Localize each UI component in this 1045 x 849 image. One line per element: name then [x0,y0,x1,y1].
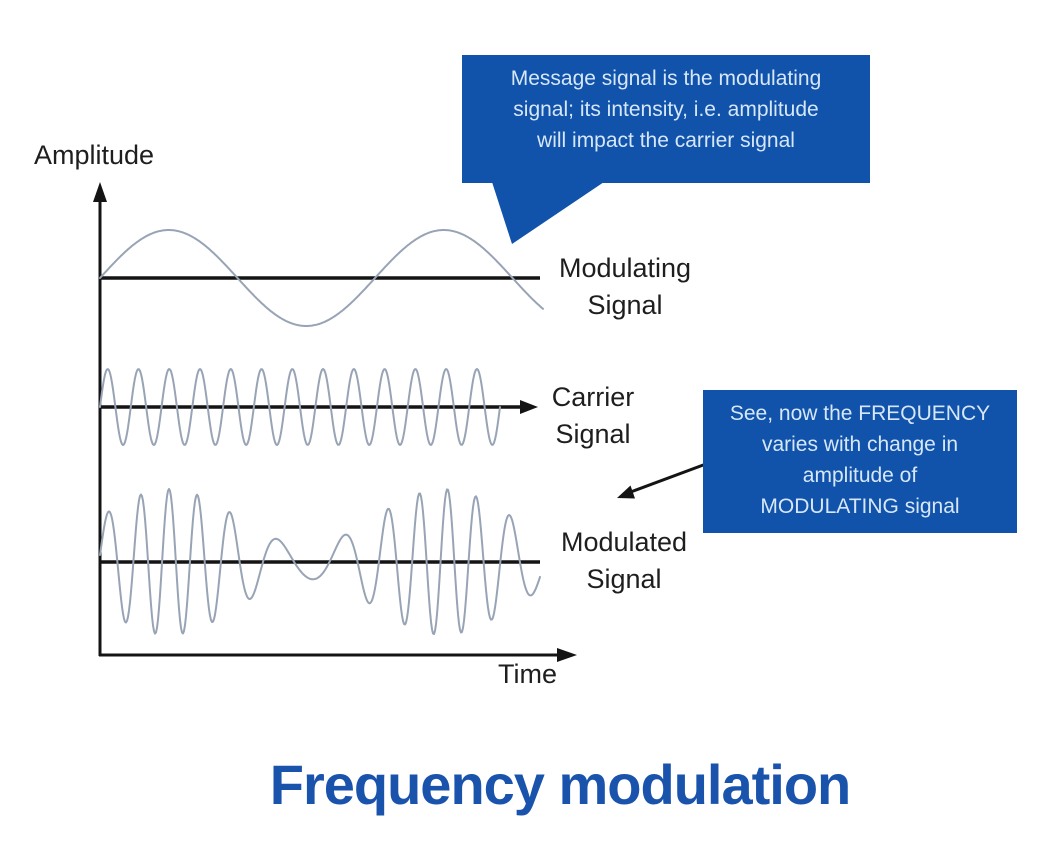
amplitude-axis-label: Amplitude [34,140,155,170]
figure-title: Frequency modulation [269,753,852,816]
modulating-signal-label: Modulating Signal [558,253,692,320]
modulated-signal-label: Modulated Signal [560,527,688,594]
time-axis-arrow-icon [557,648,577,662]
message-callout: Message signal is the modulating signal;… [462,55,870,183]
carrier-signal-label: Carrier Signal [551,382,635,449]
carrier-signal-wave [99,368,501,446]
carrier-baseline-arrow-icon [520,400,538,414]
amplitude-axis-arrow-icon [93,182,107,202]
frequency-callout-pointer-line [627,459,715,495]
time-axis-label: Time [498,659,557,689]
frequency-callout-arrow-icon [617,485,635,499]
message-callout-tail [492,182,604,244]
modulated-signal-wave [99,488,541,635]
modulating-signal-wave [99,229,544,327]
frequency-callout: See, now the FREQUENCY varies with chang… [703,390,1017,533]
